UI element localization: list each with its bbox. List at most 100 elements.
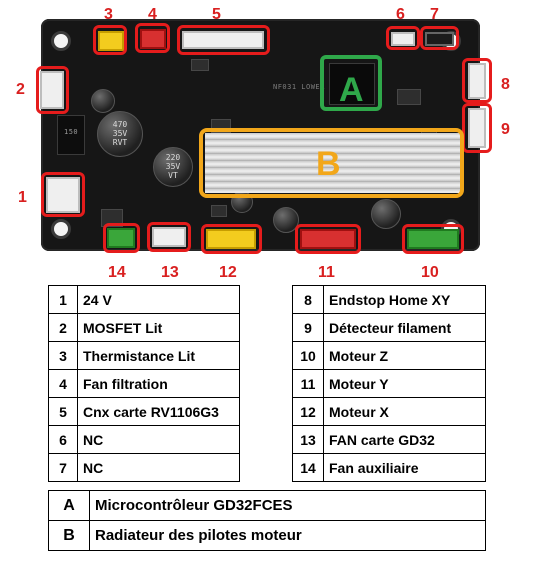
row-number: 3 [48,341,78,370]
connector-3 [98,31,124,51]
capacitor-470: 470 35V RVT [97,111,143,157]
connector-14 [107,228,135,248]
inductor-label: 150 [64,128,79,136]
row-number: 4 [48,369,78,398]
callout-number-1: 1 [18,189,27,206]
row-number: 13 [292,425,324,454]
row-label: Moteur Y [323,369,486,398]
connector-2 [40,71,64,109]
callout-number-7: 7 [430,6,439,23]
connector-6 [391,32,415,46]
callout-frame-10 [402,224,464,254]
row-label: Moteur Z [323,341,486,370]
callout-frame-b [199,128,464,198]
row-number: 1 [48,285,78,314]
callout-number-14: 14 [108,264,126,281]
row-label: FAN carte GD32 [323,425,486,454]
row-number: 12 [292,397,324,426]
callout-number-12: 12 [219,264,237,281]
row-number: 10 [292,341,324,370]
row-label: Endstop Home XY [323,285,486,314]
callout-frame-14 [103,223,140,253]
connector-4 [140,29,166,49]
connector-12 [206,229,256,249]
callout-frame-7 [420,26,459,50]
row-label: Détecteur filament [323,313,486,342]
inductor: 150 [57,115,85,155]
row-label: NC [77,425,240,454]
callout-frame-12 [201,224,262,254]
capacitor-small [91,89,115,113]
smd-component [211,205,227,217]
row-number: 7 [48,453,78,482]
mounting-hole [51,31,71,51]
capacitor-small [273,207,299,233]
connector-13 [152,227,186,247]
microcontroller-chip [329,63,375,105]
board-model-silk: NF031 LOWER V2.2 [273,83,349,91]
callout-frame-6 [386,26,420,50]
callout-frame-a [320,55,382,111]
smd-component [397,89,421,105]
row-label: Radiateur des pilotes moteur [89,520,486,551]
callout-number-10: 10 [421,264,439,281]
callout-frame-9 [462,103,492,153]
callout-frame-2 [36,66,69,114]
row-label: MOSFET Lit [77,313,240,342]
callout-frame-8 [462,58,492,103]
row-label: Fan filtration [77,369,240,398]
callout-number-3: 3 [104,6,113,23]
connector-11 [300,229,356,249]
callout-frame-1 [41,172,85,217]
callout-number-8: 8 [501,76,510,93]
smd-component [191,59,209,71]
row-label: Moteur X [323,397,486,426]
callout-number-11: 11 [318,264,335,281]
capacitor-220-label: 220 35V VT [165,153,181,180]
connector-7 [425,32,454,46]
callout-number-2: 2 [16,81,25,98]
connector-10 [407,229,459,249]
capacitor-220: 220 35V VT [153,147,193,187]
row-label: Thermistance Lit [77,341,240,370]
row-number: 8 [292,285,324,314]
capacitor-small [371,199,401,229]
connector-8 [468,63,486,99]
callout-letter-a: A [339,71,364,109]
row-number: 6 [48,425,78,454]
callout-number-4: 4 [148,6,157,23]
mounting-hole [51,219,71,239]
callout-number-13: 13 [161,264,179,281]
callout-frame-3 [93,25,127,55]
row-label: NC [77,453,240,482]
row-label: Fan auxiliaire [323,453,486,482]
callout-frame-5 [177,25,270,55]
row-label: Cnx carte RV1106G3 [77,397,240,426]
callout-number-9: 9 [501,121,510,138]
row-letter: A [48,490,90,521]
callout-frame-11 [295,224,361,254]
row-number: 5 [48,397,78,426]
callout-frame-4 [135,23,170,53]
callout-frame-13 [147,222,191,252]
motor-driver-heatsink [205,133,460,193]
callout-number-5: 5 [212,6,221,23]
